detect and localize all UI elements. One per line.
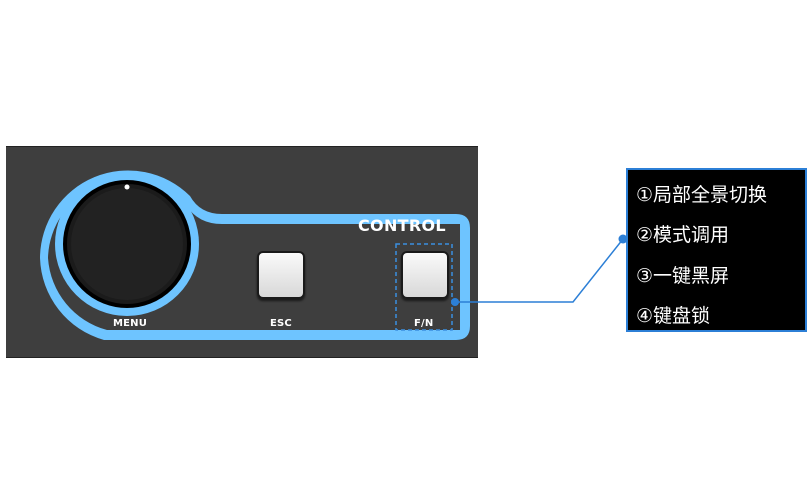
callout-item-one-key-blackout: ③一键黑屏 <box>636 265 730 287</box>
fn-label: F/N <box>414 318 434 329</box>
menu-knob-label: MENU <box>113 318 148 329</box>
fn-highlight-box <box>395 243 453 331</box>
callout-item-mode-recall: ②模式调用 <box>636 224 730 246</box>
callout-item-keyboard-lock: ④键盘锁 <box>636 305 711 327</box>
knob-indicator-dot <box>124 184 130 190</box>
fn-function-callout: ①局部全景切换 ②模式调用 ③一键黑屏 ④键盘锁 <box>626 168 807 332</box>
fn-button[interactable] <box>401 251 449 299</box>
leader-end-dot <box>451 298 459 306</box>
esc-label: ESC <box>270 318 292 329</box>
leader-start-dot <box>618 234 628 244</box>
callout-item-partial-full-switch: ①局部全景切换 <box>636 184 768 206</box>
section-title: CONTROL <box>358 216 446 235</box>
menu-knob-face <box>71 188 183 300</box>
esc-button[interactable] <box>257 251 305 299</box>
callout-leader-line <box>455 238 624 303</box>
